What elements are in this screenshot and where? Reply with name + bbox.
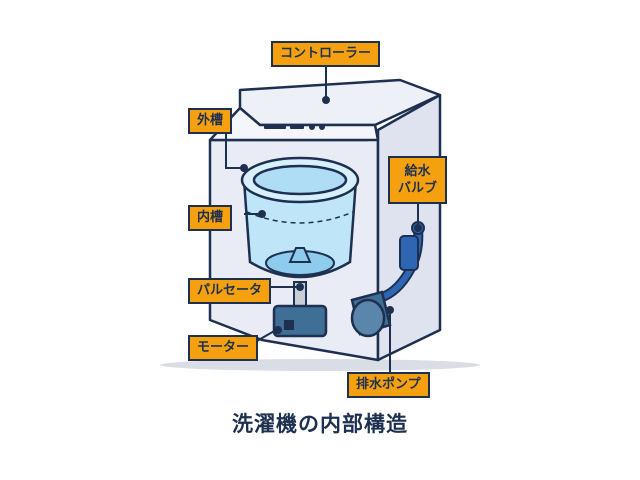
label-motor: モーター <box>188 335 259 361</box>
label-water-valve-line2: バルブ <box>398 181 438 196</box>
label-water-valve-line1: 給水 <box>404 164 431 179</box>
water-level-line <box>246 211 354 224</box>
label-drain-pump: 排水ポンプ <box>347 372 430 398</box>
motor-knob <box>284 320 294 330</box>
inner-tub <box>240 156 360 279</box>
pulsator-shape <box>265 247 335 276</box>
label-outer-tub: 外槽 <box>188 108 233 134</box>
label-inner-tub: 内槽 <box>188 205 233 231</box>
valve-body <box>399 235 419 271</box>
leader-lines <box>225 58 422 372</box>
label-pulsator: パルセータ <box>188 278 272 304</box>
label-water-valve: 給水 バルブ <box>388 156 448 204</box>
floor-shadow <box>160 359 480 371</box>
label-controller: コントローラー <box>271 41 381 67</box>
motor-block <box>272 304 328 338</box>
control-buttons <box>264 124 325 130</box>
diagram-title: 洗濯機の内部構造 <box>232 412 408 436</box>
control-panel <box>208 106 380 142</box>
